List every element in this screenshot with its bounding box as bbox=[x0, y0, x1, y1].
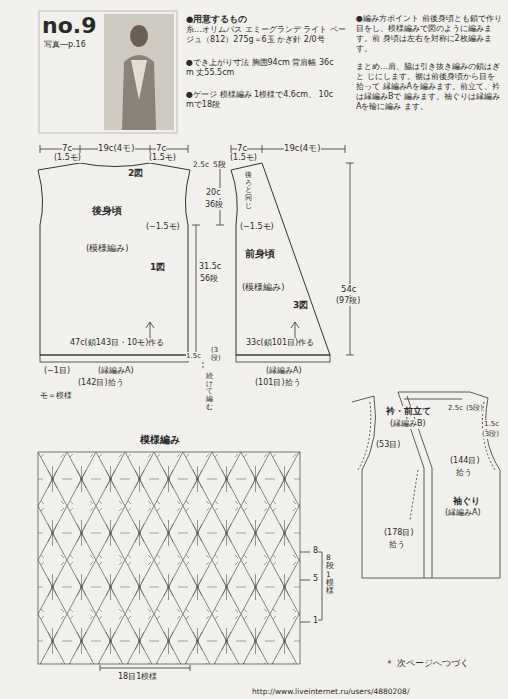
dimension-label: 31.5c bbox=[199, 262, 221, 272]
dimension-label: 5 bbox=[313, 574, 318, 584]
dimension-label: 1 bbox=[313, 616, 318, 626]
dimension-label: 衿・前立て bbox=[386, 406, 431, 417]
dimension-label: 36段 bbox=[205, 200, 223, 210]
dimension-label: (−1.5モ) bbox=[146, 222, 180, 232]
dimension-label: 33c(鎖101目)作る bbox=[246, 338, 314, 348]
garment-piece: 後身頃 (模様編み) bbox=[36, 158, 196, 364]
dimension-label: 拾う bbox=[389, 540, 405, 550]
dimension-label: 19c(4モ) bbox=[284, 143, 321, 154]
dimension-label: モ＝模様 bbox=[40, 391, 72, 401]
piece-name: 前身頃 bbox=[245, 248, 275, 261]
dimension-label: ＊ 次ページへつづく bbox=[385, 658, 469, 669]
title-box: no.9写真―p.16 bbox=[38, 10, 178, 134]
dimension-label: (3段) bbox=[482, 430, 499, 439]
dimension-label: (144目) bbox=[450, 456, 480, 466]
dimension-label: 56段 bbox=[200, 274, 218, 284]
dimension-label: ●用意するもの bbox=[186, 14, 247, 25]
dimension-label: (3段) bbox=[211, 347, 218, 362]
piece-note: (模様編み) bbox=[242, 282, 285, 293]
dimension-label: (53目) bbox=[376, 440, 400, 450]
dimension-label: (101目)拾う bbox=[255, 378, 301, 388]
note-text: ●でき上がり寸法 胸囲94cm 背肩幅 36cm 丈55.5cm bbox=[186, 58, 336, 78]
note-text: ●編み方ポイント 前後身頃とも鎖で作り 目をし、模様編みで図のように編みます。前… bbox=[356, 14, 502, 54]
garment-piece: 前身頃 (模様編み) bbox=[224, 158, 336, 364]
dimension-label: 54c bbox=[341, 284, 357, 295]
dimension-label: (97段) bbox=[336, 296, 360, 306]
dimension-label: 後ろと同じ bbox=[245, 172, 252, 210]
dimension-label: 2.5c bbox=[448, 404, 463, 413]
note-text: 糸…オリムパス エミーグランデ ライト ベージュ（812）275g＝6玉 かぎ針… bbox=[186, 25, 351, 45]
dimension-label: 袖ぐり bbox=[453, 496, 480, 507]
dimension-label: (縁編みA) bbox=[445, 508, 481, 518]
piece-note: 写真―p.16 bbox=[44, 40, 86, 50]
dimension-label: 続けて編む bbox=[206, 373, 213, 411]
piece-note: (模様編み) bbox=[86, 243, 129, 254]
dimension-label: 47c(鎖143目・10モ)作る bbox=[70, 338, 164, 348]
dimension-label: 1.5c bbox=[484, 420, 499, 429]
dimension-label: 3図 bbox=[293, 300, 308, 311]
dimension-label: (−1目) bbox=[44, 366, 70, 376]
piece-outline bbox=[224, 158, 336, 364]
dimension-label: 8 bbox=[313, 546, 318, 556]
dimension-label: 19c(4モ) bbox=[98, 143, 135, 154]
dimension-label: (142目)拾う bbox=[78, 378, 124, 388]
dimension-label: (縁編みB) bbox=[390, 419, 426, 429]
dimension-label: 18目1模様 bbox=[118, 672, 157, 682]
dimension-label: 2.5c bbox=[193, 160, 209, 169]
dimension-label: (1.5モ) bbox=[149, 153, 176, 163]
dimension-label: (5段) bbox=[466, 404, 483, 413]
dimension-label: 1.5c bbox=[186, 352, 201, 361]
dimension-label: (−1.5モ) bbox=[240, 222, 274, 232]
dimension-label: (1.5モ) bbox=[230, 153, 257, 163]
dimension-label: (縁編みA) bbox=[98, 366, 134, 376]
piece-outline bbox=[36, 158, 196, 364]
piece-name: 後身頃 bbox=[92, 205, 122, 218]
dimension-label: 2図 bbox=[128, 168, 143, 179]
dimension-label: 5段 bbox=[213, 160, 226, 169]
dimension-label: (1.5モ) bbox=[54, 153, 81, 163]
dimension-label: (縁編みA) bbox=[266, 366, 302, 376]
dimension-label: 1図 bbox=[150, 262, 165, 273]
dimension-label: 模様編み bbox=[140, 434, 180, 447]
note-text: まとめ…肩、脇は引き抜き編みの鎖はぎと じにします。裾は前後身頃から目を拾って … bbox=[356, 62, 502, 112]
dimension-label: 20c bbox=[206, 188, 221, 198]
piece-name: no.9 bbox=[42, 12, 96, 40]
dimension-label: 拾う bbox=[456, 468, 472, 478]
note-text: ●ゲージ 模様編み 1模様で4.6cm、 10cmで18段 bbox=[186, 90, 336, 110]
dimension-label: 8段1模様 bbox=[326, 554, 334, 595]
dimension-label: http://www.liveinternet.ru/users/4880208… bbox=[252, 687, 409, 696]
dimension-label: (178目) bbox=[384, 528, 414, 538]
